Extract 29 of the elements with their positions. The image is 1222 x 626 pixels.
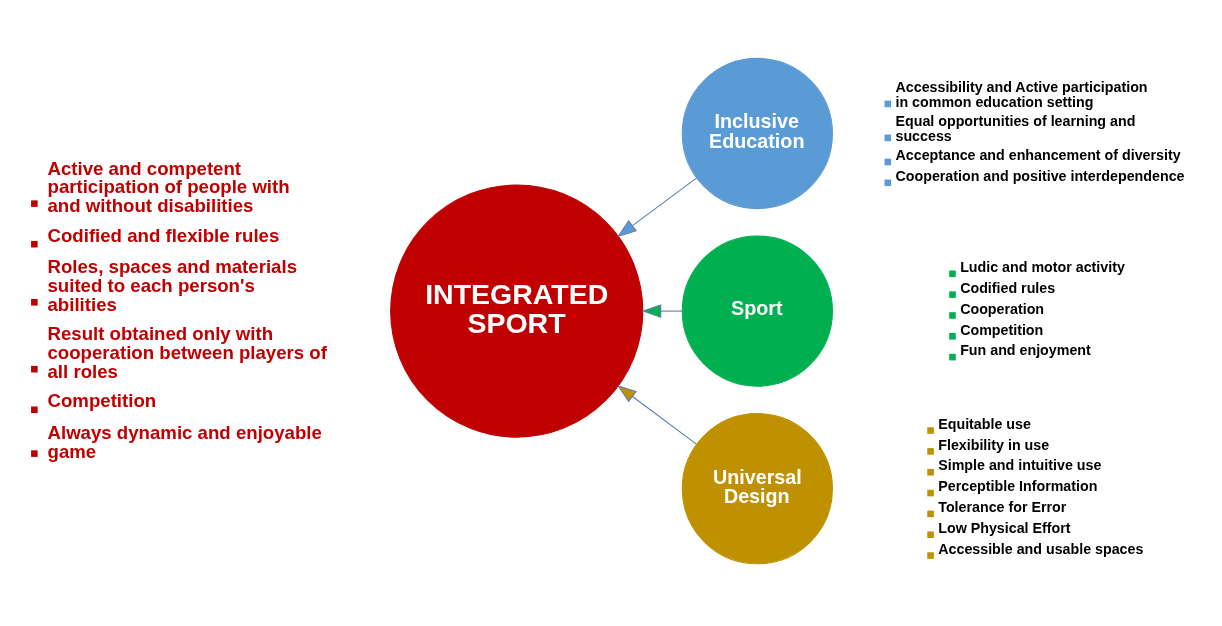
node-label: Tolerance for Error [938, 499, 1067, 516]
node-label: Competition [960, 321, 1044, 338]
node-label: Roles, spaces and materials suited to each person's abilities [47, 256, 297, 315]
node-label: Accessibility and Active participation in common education setting [895, 79, 1148, 110]
arrow [616, 384, 698, 445]
node-label: Fun and enjoyment [960, 342, 1091, 359]
node-label: Codified rules [960, 279, 1056, 296]
arrow [616, 177, 698, 238]
node-circle: Sport [681, 235, 833, 387]
node-label: Result obtained only with cooperation between players of all roles [47, 323, 327, 382]
node-label: Equal opportunities of learning and success [895, 113, 1136, 144]
node-label: Codified and flexible rules [47, 224, 280, 246]
node-label: Ludic and motor activity [960, 259, 1125, 276]
node-circle: INTEGRATED SPORT [390, 184, 644, 438]
node-circle: Universal Design [681, 413, 833, 565]
arrow [641, 304, 683, 318]
node-label: Low Physical Effort [938, 519, 1071, 536]
node-label: Active and competent participation of people with and without disabilities [47, 157, 290, 216]
node-label: Cooperation [960, 300, 1045, 317]
node-circle: Inclusive Education [681, 57, 833, 210]
node-label: Always dynamic and enjoyable game [47, 421, 322, 462]
node-label: Competition [47, 390, 157, 412]
node-label: Cooperation and positive interdependence [895, 168, 1185, 185]
node-label: Perceptible Information [938, 478, 1098, 495]
node-label: Acceptance and enhancement of diversity [895, 147, 1181, 164]
node-label: Equitable use [938, 415, 1031, 432]
node-label: Simple and intuitive use [938, 457, 1102, 474]
node-label: Accessible and usable spaces [938, 540, 1144, 557]
node-label: Flexibility in use [938, 436, 1050, 453]
